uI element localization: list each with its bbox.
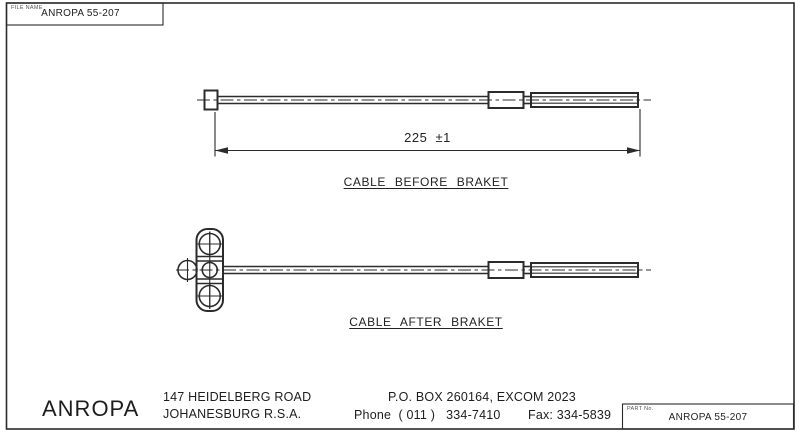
company-name: ANROPA [42, 396, 140, 421]
part-no-label: PART No. [627, 406, 654, 412]
cable-after-label: CABLE AFTER BRAKET [349, 315, 503, 329]
address-line-1: 147 HEIDELBERG ROAD [163, 390, 312, 404]
dimension-arrow-right [627, 147, 640, 154]
dimension-lines [214, 109, 641, 157]
file-name-value: ANROPA 55-207 [41, 8, 120, 19]
dimension-arrow-left [215, 147, 228, 154]
part-no-box [621, 403, 795, 430]
phone: Phone ( 011 ) 334-7410 [354, 408, 501, 422]
page-border [5, 2, 795, 430]
file-name-label: FILE NAME [11, 5, 43, 11]
part-no-value: ANROPA 55-207 [668, 412, 748, 423]
fax: Fax: 334-5839 [528, 408, 612, 422]
address-line-2: JOHANESBURG R.S.A. [163, 407, 302, 421]
file-name-box [5, 2, 164, 26]
cable-after-drawing [176, 228, 651, 312]
cable-before-drawing [197, 89, 651, 157]
cable-before-label: CABLE BEFORE BRAKET [343, 175, 509, 189]
dimension-text: 225 ±1 [404, 130, 451, 145]
po-box: P.O. BOX 260164, EXCOM 2023 [388, 390, 576, 404]
